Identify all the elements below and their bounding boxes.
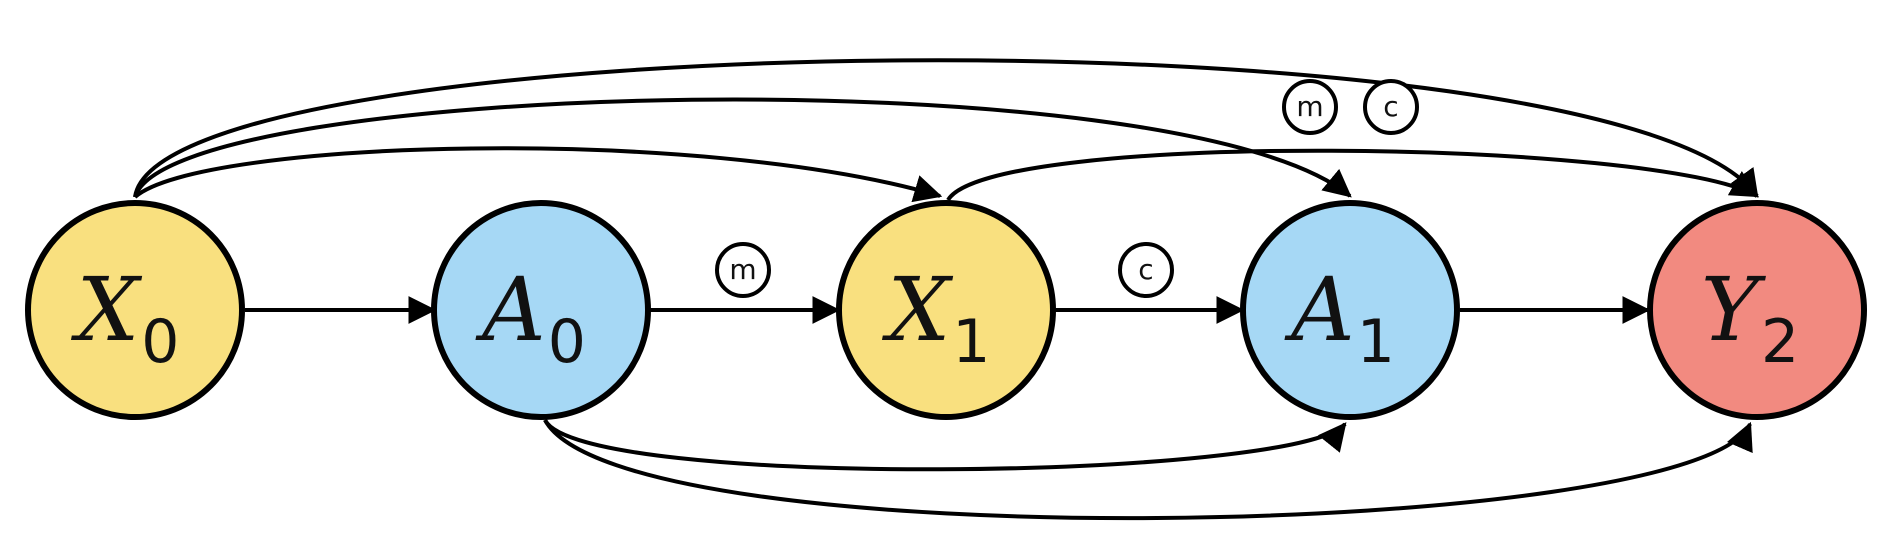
node-y2: Y2: [1647, 200, 1867, 420]
badge-label: c: [1138, 253, 1153, 286]
node-x1: X1: [836, 200, 1056, 420]
badge-m-x1-y2: m: [1282, 79, 1338, 135]
node-subscript: 1: [1357, 307, 1395, 377]
svg-text:A1: A1: [1284, 258, 1395, 377]
edge-a0-y2: [543, 419, 1753, 521]
edge-x0-a1: [133, 97, 1352, 198]
node-letter: X: [71, 258, 143, 361]
edge-a0-a1: [543, 418, 1347, 472]
badge-label: c: [1383, 90, 1398, 123]
node-x0: X0: [25, 200, 245, 420]
node-subscript: 0: [548, 307, 586, 377]
node-subscript: 0: [141, 307, 179, 377]
svg-text:X1: X1: [882, 258, 991, 377]
svg-text:X0: X0: [71, 258, 180, 377]
svg-text:A0: A0: [475, 258, 586, 377]
badge-label: m: [1296, 90, 1323, 123]
node-circle: [1647, 200, 1867, 420]
edge-x1-y2: [946, 148, 1760, 202]
node-letter: Y: [1701, 258, 1767, 361]
badge-c-x1-y2: c: [1363, 79, 1419, 135]
node-circle: [25, 200, 245, 420]
node-a0: A0: [431, 200, 651, 420]
nodes: X0 A0 X1 A1 Y2: [25, 200, 1867, 420]
node-subscript: 2: [1761, 307, 1799, 377]
node-a1: A1: [1240, 200, 1460, 420]
edge-badges: m c m c: [715, 79, 1419, 298]
node-letter: A: [475, 258, 546, 361]
node-subscript: 1: [952, 307, 990, 377]
node-letter: X: [882, 258, 954, 361]
badge-label: m: [729, 253, 756, 286]
svg-text:Y2: Y2: [1701, 258, 1799, 377]
node-circle: [836, 200, 1056, 420]
badge-m-a0-x1: m: [715, 242, 771, 298]
node-circle: [431, 200, 651, 420]
edges: [133, 58, 1760, 521]
node-letter: A: [1284, 258, 1355, 361]
node-circle: [1240, 200, 1460, 420]
badge-c-x1-a1: c: [1118, 242, 1174, 298]
edge-x0-y2: [133, 58, 1759, 198]
edge-x0-x1: [133, 146, 943, 203]
